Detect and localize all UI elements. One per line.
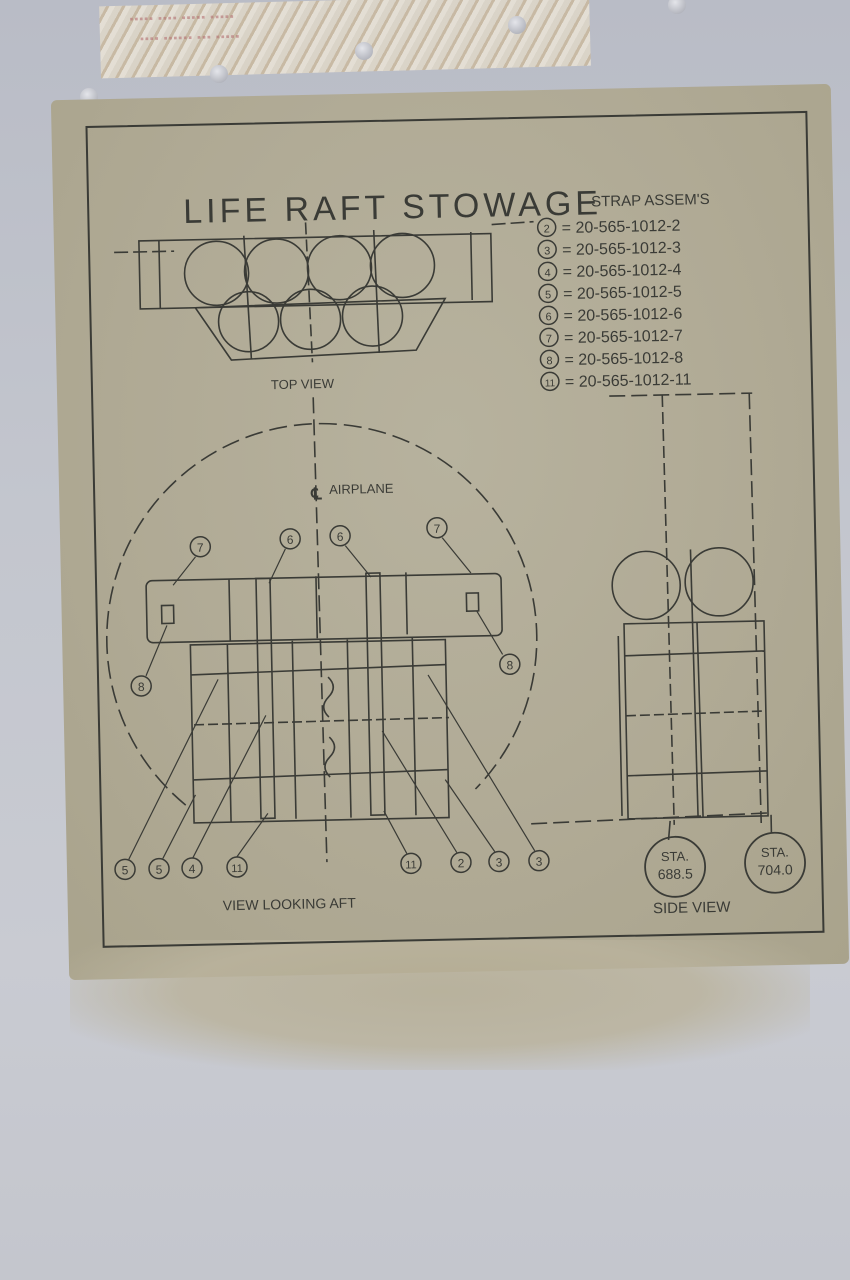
callout-3-a: 3 [495,855,502,869]
strap-part-2: = 20-565-1012-2 [562,218,681,237]
callout-11-b: 11 [405,859,417,871]
rivet [210,65,228,83]
svg-text:11: 11 [545,378,556,389]
centerline-symbol: ℄ [310,486,322,503]
station-label-1: STA. [661,849,689,865]
callout-3-b: 3 [535,855,542,869]
station-label-2: STA. [761,844,789,860]
strap-part-7: = 20-565-1012-7 [564,328,683,347]
callout-5-b: 5 [156,863,163,877]
upper-callouts: 7 6 6 7 8 8 [130,516,521,697]
callout-2: 2 [457,856,464,870]
aft-view-drawing [106,422,538,824]
strap-part-6: = 20-565-1012-6 [563,306,682,325]
placard-title: LIFE RAFT STOWAGE [183,184,602,231]
strap-legend: 2 = 20-565-1012-2 3 = 20-565-1012-3 4 = … [536,218,692,392]
callout-7-right: 7 [433,522,440,536]
svg-text:4: 4 [544,267,550,279]
callout-8-left: 8 [138,680,145,694]
rivet [668,0,686,14]
svg-text:8: 8 [546,355,552,367]
adhesive-stain [70,940,810,1070]
callout-8-right: 8 [506,658,513,672]
svg-text:7: 7 [546,333,552,345]
svg-text:6: 6 [545,311,551,323]
rivet [508,16,526,34]
svg-text:5: 5 [545,289,551,301]
top-view-label: TOP VIEW [271,376,335,392]
callout-11-a: 11 [231,863,243,875]
strap-part-4: = 20-565-1012-4 [562,262,681,281]
aft-view-label: VIEW LOOKING AFT [223,895,357,914]
callout-4: 4 [189,862,196,876]
station-value-1: 688.5 [658,865,694,882]
strap-part-8: = 20-565-1012-8 [564,350,683,369]
centerline-label: AIRPLANE [329,481,394,497]
svg-text:3: 3 [544,245,550,257]
strap-legend-header: STRAP ASSEM'S [591,191,710,210]
rivet [355,42,373,60]
callout-5-a: 5 [122,863,129,877]
station-value-2: 704.0 [758,861,794,878]
callout-6-left: 6 [287,533,294,547]
callout-6-right: 6 [337,530,344,544]
side-view-drawing [531,392,773,841]
airplane-centerline [312,397,328,863]
side-view-label: SIDE VIEW [653,899,732,918]
lower-callouts: 5 5 4 11 11 2 3 3 [114,849,550,881]
callout-7-left: 7 [197,541,204,555]
station-markers: STA. 688.5 STA. 704.0 [644,831,806,898]
top-view-drawing [114,220,534,363]
strap-part-11: = 20-565-1012-11 [565,371,692,391]
placard-border [85,110,825,948]
svg-text:2: 2 [544,223,550,235]
strap-part-5: = 20-565-1012-5 [563,284,682,303]
strap-part-3: = 20-565-1012-3 [562,240,681,259]
leader-lines [128,537,536,860]
